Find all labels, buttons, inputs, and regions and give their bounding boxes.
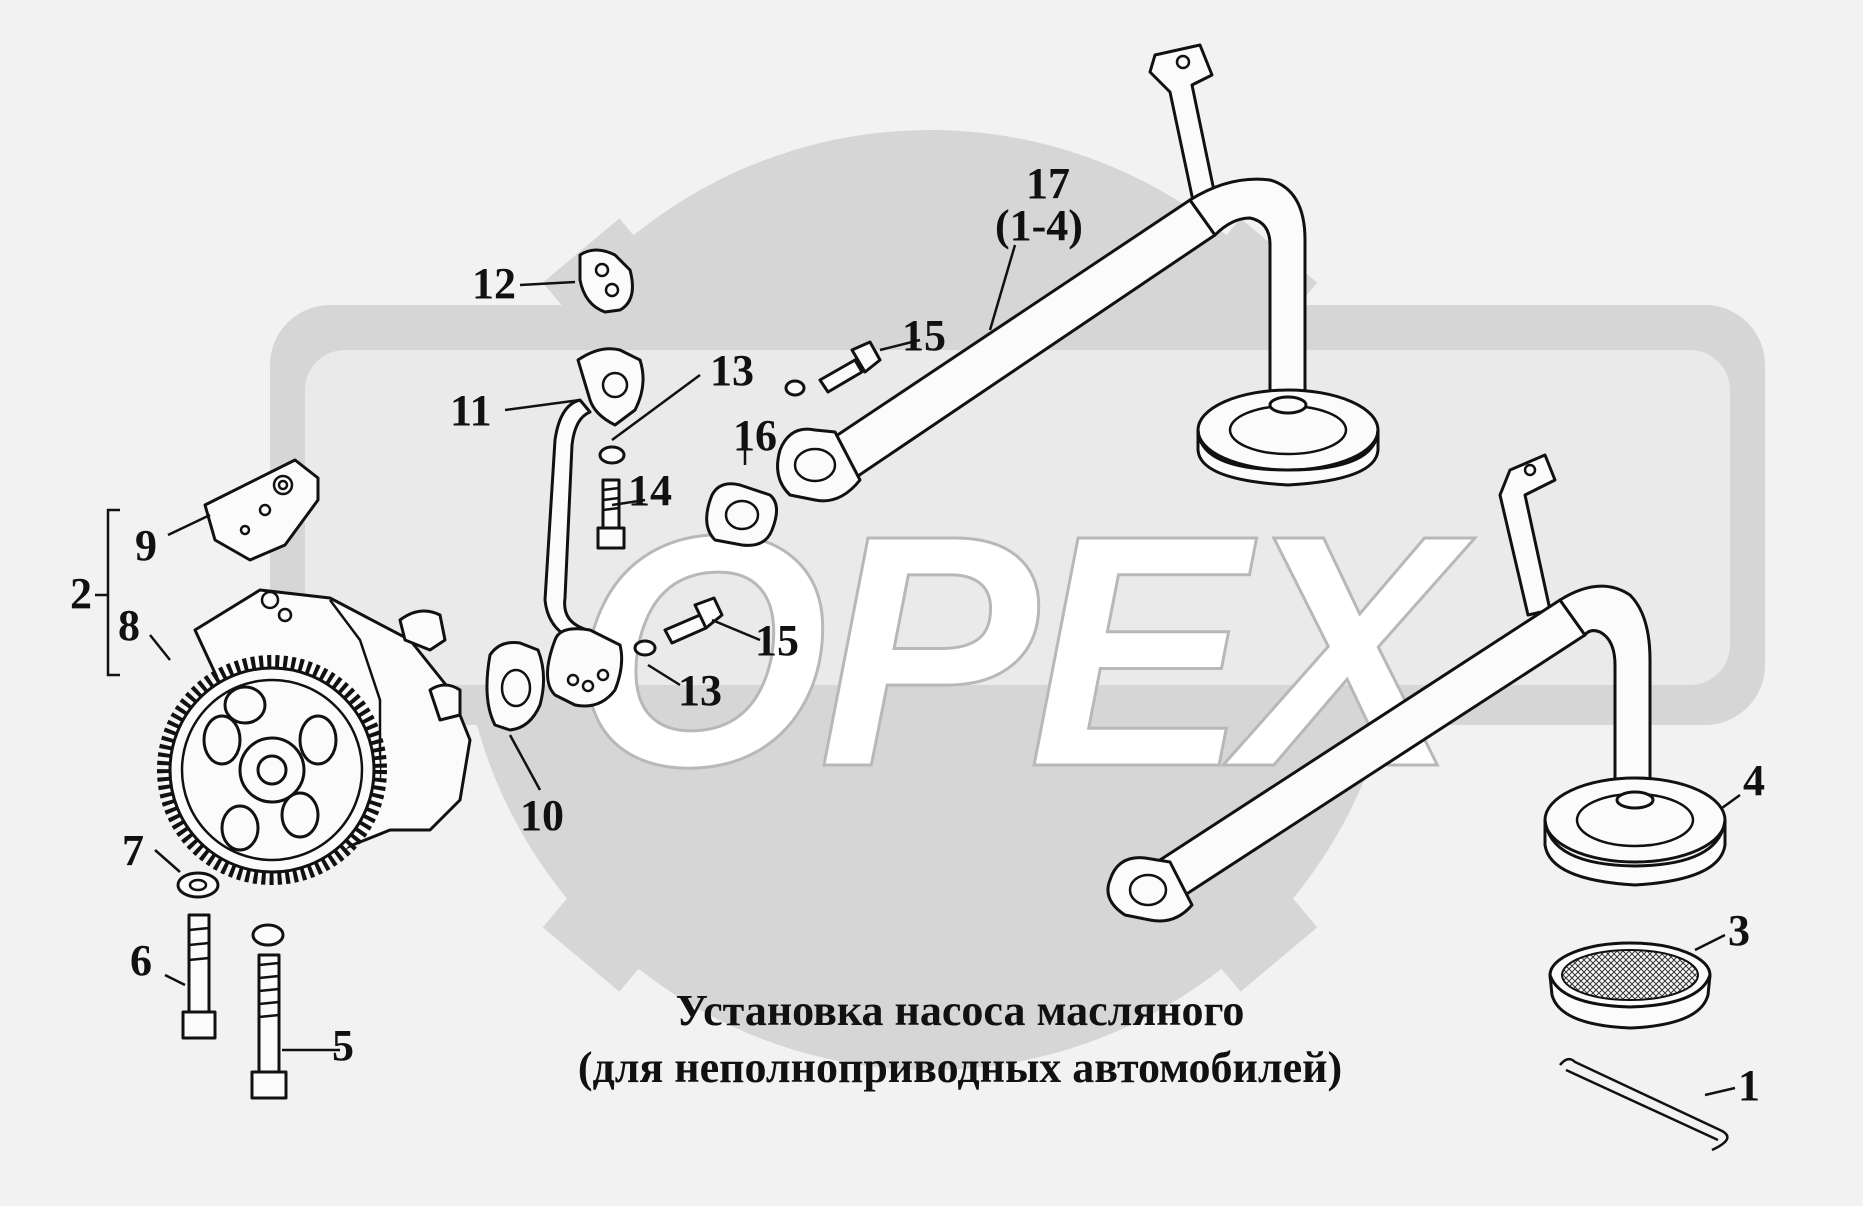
- washer-13-lower: [633, 639, 657, 657]
- bolt-15-upper: [818, 340, 882, 394]
- pump-cover-plate-9: [203, 458, 320, 562]
- title-line-2: (для неполноприводных автомобилей): [578, 1043, 1342, 1092]
- oil-intake-pipe-upper: [776, 43, 1380, 503]
- oil-pump-assembly: [157, 588, 472, 885]
- callout-2: 2: [70, 569, 92, 618]
- bolt-5: [250, 953, 288, 1100]
- callout-3: 3: [1728, 906, 1750, 955]
- washer-7: [176, 871, 220, 899]
- strainer-housing-4: [1543, 776, 1727, 887]
- diagram-title: Установка насоса масляного (для неполноп…: [578, 986, 1342, 1092]
- callout-6: 6: [130, 936, 152, 985]
- bolt-15-lower: [663, 596, 724, 645]
- oil-delivery-tube-11: [543, 347, 645, 708]
- flange-gasket-16: [705, 482, 778, 547]
- leader-lines: [95, 244, 1741, 1097]
- callout-16: 16: [733, 411, 777, 460]
- washer-5: [251, 923, 285, 947]
- oil-intake-pipe-lower: [1106, 453, 1652, 923]
- pump-gasket-10: [485, 641, 545, 732]
- title-line-1: Установка насоса масляного: [676, 986, 1245, 1035]
- callout-1: 1: [1738, 1061, 1760, 1110]
- callout-13-lower: 13: [678, 666, 722, 715]
- callout-17-range: (1-4): [995, 201, 1083, 250]
- callout-13-upper: 13: [710, 346, 754, 395]
- cover-plate-12: [578, 248, 634, 314]
- callout-15-lower: 15: [755, 616, 799, 665]
- callout-10: 10: [520, 791, 564, 840]
- callout-15-upper: 15: [902, 311, 946, 360]
- callout-8: 8: [118, 601, 140, 650]
- callout-14: 14: [628, 466, 672, 515]
- callout-12: 12: [472, 259, 516, 308]
- bolt-6: [181, 913, 217, 1040]
- washer-13-upper: [598, 445, 626, 465]
- callout-4: 4: [1743, 756, 1765, 805]
- strainer-mesh-3: [1548, 941, 1712, 1030]
- callout-7: 7: [122, 826, 144, 875]
- callout-11: 11: [450, 386, 492, 435]
- lock-washer-13: [784, 379, 806, 397]
- callout-5: 5: [332, 1021, 354, 1070]
- bolt-14: [596, 478, 626, 550]
- retaining-wire-1: [1559, 1057, 1729, 1152]
- callout-labels: 1 2 3 4 5 6 7 8 9 10 11 12 13 13 14 15 1…: [70, 159, 1765, 1110]
- callout-9: 9: [135, 521, 157, 570]
- callout-17: 17: [1026, 159, 1070, 208]
